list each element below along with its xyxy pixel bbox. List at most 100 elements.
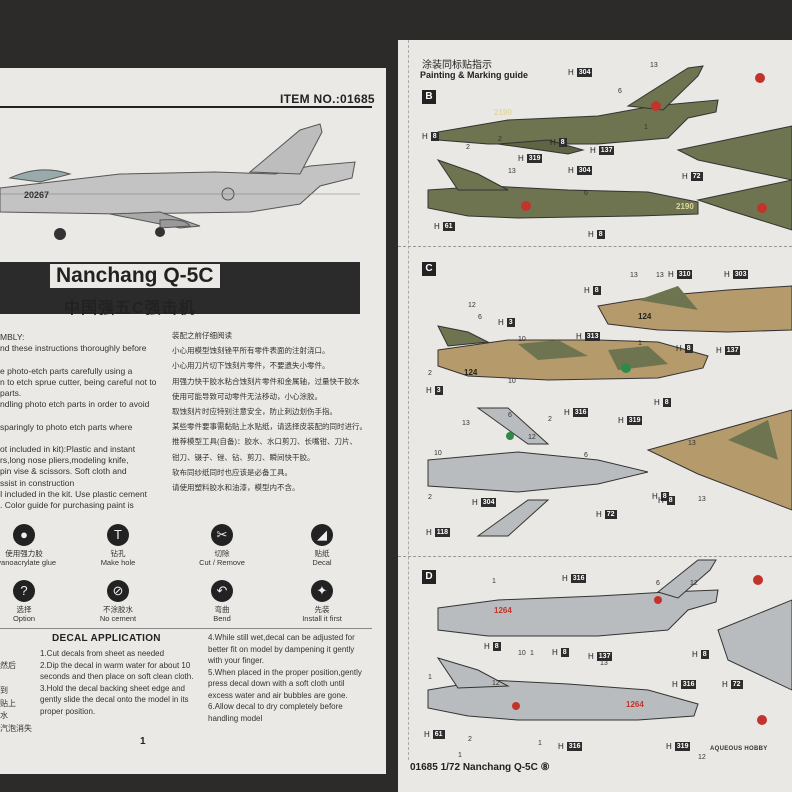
decal-callout-code: 8 [700,650,709,659]
decal-callout-code: 304 [576,68,593,77]
decal-callout-prefix: H [682,172,688,181]
decal-callout-code: 118 [434,528,451,537]
icon-label: Bend [213,614,231,623]
decal-callout-code: 319 [526,154,543,163]
instruction-line: ndling photo etch parts in order to avoi… [0,399,150,410]
part-callout-number: 1 [428,674,432,681]
part-callout-number: 13 [508,168,516,175]
icon-label: Make hole [100,558,136,567]
guide-heading-chinese: 涂装同标贴指示 [422,60,492,71]
bend-icon: ↶ [211,580,233,602]
decal-step: 2.Dip the decal in warm water for about … [40,660,191,670]
decal-callout-prefix: H [618,416,624,425]
decal-step-chinese: 汽泡消失 [0,723,32,733]
item-number: ITEM NO.:01685 [280,92,375,106]
decal-callout-prefix: H [424,730,430,739]
part-callout-number: 10 [518,650,526,657]
drill-icon: T [107,524,129,546]
decal-step-chinese: 然后 [0,661,16,670]
part-callout-number: 1 [458,752,462,759]
decal-application-box [0,628,372,751]
instruction-line: nd these instructions thoroughly before [0,343,147,354]
decal-callout-code: 316 [680,680,697,689]
decal-callout-code: 8 [592,286,601,295]
icon-label-chinese: 先装 [314,605,330,614]
decal-step: proper position. [40,706,96,716]
serial-marking: 2190 [676,202,694,211]
instruction-line-chinese: 取蚀刻片时应特别注意安全，防止刺边划伤手指。 [172,407,337,416]
decal-callout-code: 61 [432,730,445,739]
decal-step: handling model [208,713,263,723]
decal-step: press decal down with a soft cloth until [208,679,345,688]
serial-marking: 2190 [494,108,512,117]
instruction-line-chinese: 钳刀、镊子、锉、钻、剪刀、瞬间快干胶。 [172,452,315,462]
decal-callout-code: 310 [676,270,693,279]
part-callout-number: 2 [548,416,552,423]
decal-callout-prefix: H [552,648,558,657]
part-callout-number: 12 [468,302,476,309]
part-callout-number: 2 [468,736,472,743]
icon-label-chinese: 不涂胶水 [103,605,133,614]
install-first-icon: ✦ [311,580,333,602]
decal-callout-code: 137 [724,346,741,355]
decal-callout-code: 313 [584,332,601,341]
part-callout-number: 13 [600,660,608,667]
part-callout-number: 1 [530,650,534,657]
decal-step-chinese: 贴上 [0,698,16,708]
part-callout-number: 1 [644,124,648,131]
decal-callout-code: 8 [662,398,671,407]
icon-label-chinese: 使用强力胶 [5,549,43,558]
instruction-line: n to etch sprue cutter, being careful no… [0,376,157,387]
decal-callout-code: 8 [684,344,693,353]
decal-callout-prefix: H [426,528,432,537]
part-callout-number: 2 [428,370,432,377]
decal-callout-prefix: H [588,652,594,661]
icon-label-chinese: 钻孔 [110,549,126,558]
section-d-label: D [422,570,436,584]
decal-callout-prefix: H [666,742,672,751]
instruction-line-chinese: 小心用模型蚀刻锉平所有零件表面的注射浇口。 [172,346,330,356]
instruction-line: ot included in kit):Plastic and instant [0,444,136,454]
instruction-line: MBLY: [0,332,25,342]
part-callout-number: 6 [656,580,660,587]
part-callout-number: 10 [508,378,516,385]
icon-label: Cyanoacrylate glue [0,558,57,567]
part-callout-number: 2 [466,144,470,151]
decal-step: with your finger. [208,656,265,665]
decal-step: 4.While still wet,decal can be adjusted … [208,633,355,642]
page-title: Nanchang Q-5C [50,264,220,288]
instruction-line: pin vise & scissors. Soft cloth and [0,466,127,477]
serial-marking: 1264 [626,700,644,709]
decal-callout-code: 72 [604,510,617,519]
decal-step: excess water and air bubbles are gone. [208,690,348,700]
part-callout-number: 6 [508,412,512,419]
decal-callout-prefix: H [596,510,602,519]
instruction-line-chinese: 请使用塑料胶水和油漆，模型内不含。 [172,483,300,492]
decal-callout-code: 304 [480,498,497,507]
decal-callout-prefix: H [498,318,504,327]
decal-application-heading: DECAL APPLICATION [52,633,161,644]
decal-callout-prefix: H [588,230,594,239]
marking-illustrations [427,65,792,725]
decal-callout-prefix: H [426,386,432,395]
